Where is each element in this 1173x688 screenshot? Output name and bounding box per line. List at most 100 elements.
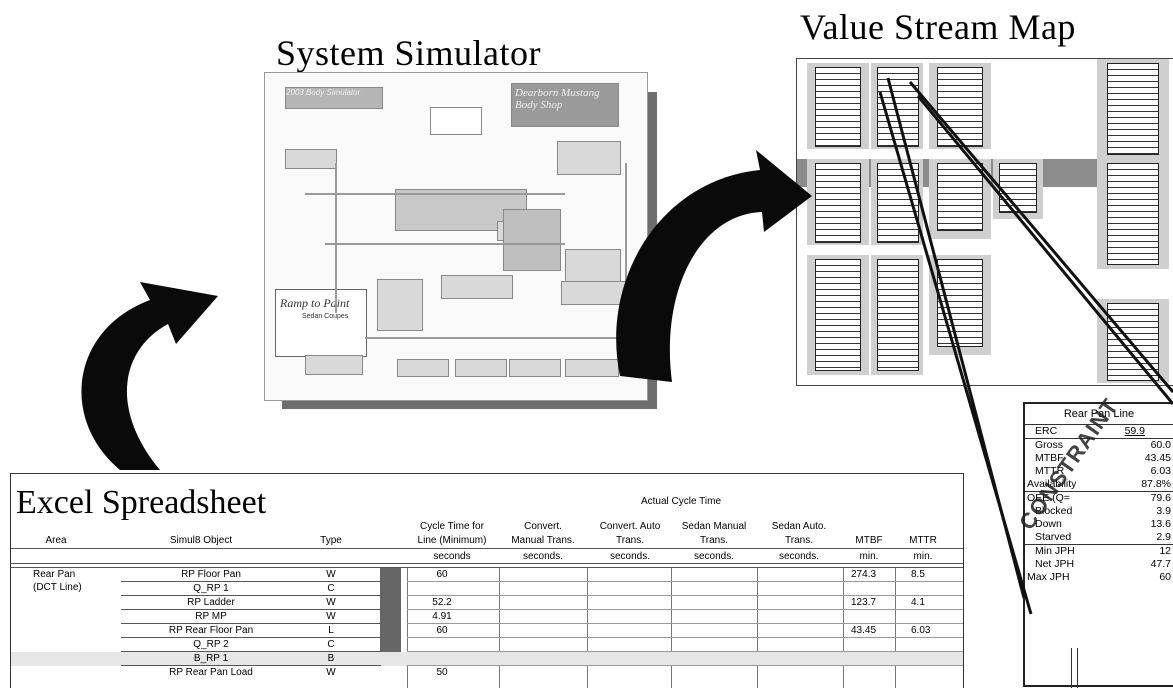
sim-block — [509, 359, 561, 377]
sim-block — [455, 359, 507, 377]
system-simulator-title: System Simulator — [276, 33, 542, 73]
sim-block — [557, 141, 621, 175]
vsm-station — [929, 63, 991, 149]
support-post — [1071, 648, 1078, 688]
col-sedan-manual-1: Sedan Manual — [681, 521, 747, 532]
sim-block — [377, 279, 423, 331]
grid-line — [843, 568, 844, 688]
cell-mttr: 4.1 — [911, 597, 925, 608]
cell-cycle-time: 60 — [436, 569, 448, 580]
cell-type: W — [326, 667, 336, 678]
sim-block — [397, 359, 449, 377]
row-rule — [121, 623, 381, 624]
cell-type: C — [327, 639, 335, 650]
cell-object: B_RP 1 — [193, 653, 229, 664]
row-rule — [407, 665, 963, 666]
table-row: RP Ladder W 52.2 123.7 4.1 — [11, 596, 963, 610]
cell-type: W — [326, 597, 336, 608]
row-rule — [121, 665, 381, 666]
table-row: Q_RP 2 C — [11, 638, 963, 652]
cell-cycle-time: 52.2 — [432, 597, 452, 608]
unit-seconds: seconds. — [522, 551, 564, 562]
cell-mtbf: 43.45 — [851, 625, 877, 636]
unit-seconds: seconds. — [778, 551, 820, 562]
cell-type: W — [326, 569, 336, 580]
col-mtbf: MTBF — [855, 535, 883, 546]
cell-type: W — [326, 611, 336, 622]
status-column-fill — [380, 568, 401, 652]
sim-connector — [325, 243, 565, 245]
cell-object: RP Rear Floor Pan — [168, 625, 254, 636]
header-rule — [11, 548, 963, 549]
row-rule — [407, 623, 963, 624]
system-simulator-screenshot: 2003 Body Simulator Dearborn Mustang Bod… — [264, 72, 657, 409]
table-row: RP Rear Floor Pan L 60 43.45 6.03 — [11, 624, 963, 638]
col-convert-auto-2: Trans. — [616, 535, 644, 546]
sim-connector — [305, 193, 565, 195]
sim-header-left: 2003 Body Simulator — [285, 87, 383, 109]
cell-object: Q_RP 2 — [193, 639, 229, 650]
sim-ramp-sub: Sedan Coupes — [302, 313, 349, 320]
col-sedan-manual-2: Trans. — [700, 535, 728, 546]
rear-pan-line-title: Rear Pan Line — [1025, 404, 1173, 425]
vsm-station — [993, 159, 1043, 219]
sim-block — [503, 209, 561, 271]
cell-cycle-time: 4.91 — [432, 611, 452, 622]
col-area: Area — [45, 535, 67, 546]
sim-connector — [365, 337, 625, 339]
grid-line — [587, 568, 588, 688]
cell-mttr: 8.5 — [911, 569, 925, 580]
sim-header-right: Dearborn Mustang Body Shop — [511, 83, 619, 127]
cell-mttr: 6.03 — [911, 625, 931, 636]
value-stream-map-image — [796, 58, 1173, 386]
col-type: Type — [320, 535, 342, 546]
vsm-station — [871, 159, 923, 245]
excel-spreadsheet-title: Excel Spreadsheet — [16, 484, 267, 521]
cell-mtbf: 274.3 — [851, 569, 877, 580]
vsm-station — [1097, 299, 1169, 383]
grid-line — [499, 568, 500, 688]
sim-connector — [335, 163, 337, 313]
col-sedan-auto-1: Sedan Auto. — [771, 521, 827, 532]
row-rule — [407, 609, 963, 610]
table-row: B_RP 1 B — [11, 652, 963, 666]
cell-object: RP Ladder — [187, 597, 235, 608]
table-row: RP MP W 4.91 — [11, 610, 963, 624]
sim-block — [565, 359, 619, 377]
area-sublabel: (DCT Line) — [33, 582, 82, 593]
cell-object: RP Rear Pan Load — [169, 667, 253, 678]
unit-min: min. — [859, 551, 879, 562]
sim-block — [430, 107, 482, 135]
grid-line — [671, 568, 672, 688]
col-simul8-object: Simul8 Object — [169, 535, 233, 546]
table-row: RP Rear Pan Load W 50 — [11, 666, 963, 680]
row-rule — [407, 581, 963, 582]
row-rule — [121, 581, 381, 582]
vsm-station — [1097, 159, 1169, 269]
cell-type: B — [327, 653, 335, 664]
col-cycle-time-1: Cycle Time for — [420, 521, 484, 532]
cell-cycle-time: 50 — [436, 667, 448, 678]
col-cycle-time-2: Line (Minimum) — [417, 535, 487, 546]
cell-type: L — [328, 625, 334, 636]
cell-cycle-time: 60 — [436, 625, 448, 636]
grid-line — [895, 568, 896, 688]
unit-seconds: seconds — [433, 551, 471, 562]
col-convert-auto-1: Convert. Auto — [599, 521, 661, 532]
cell-object: RP MP — [195, 611, 227, 622]
unit-min: min. — [913, 551, 933, 562]
row-rule — [121, 595, 381, 596]
table-row: Q_RP 1 C — [11, 582, 963, 596]
grid-line — [757, 568, 758, 688]
sim-block — [441, 275, 513, 299]
